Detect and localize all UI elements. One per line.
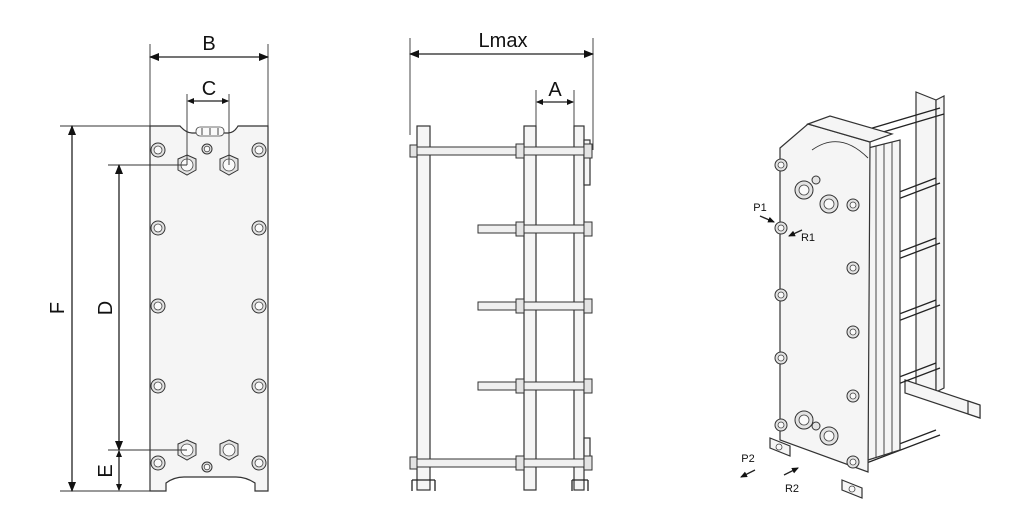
iso-bolts: [774, 158, 860, 469]
iso-frame-plate: [779, 123, 871, 473]
iso-view: P1 R1 P2 R2: [740, 91, 981, 499]
dim-label-A: A: [548, 79, 562, 101]
dim-label-B: B: [202, 33, 215, 55]
port-label-P2: P2: [741, 453, 754, 465]
side-view: Lmax A: [409, 30, 594, 491]
tie-rods: [409, 143, 593, 471]
port-label-P1: P1: [753, 202, 766, 214]
front-bolts: [150, 142, 267, 473]
iso-ports: [794, 180, 839, 446]
dim-label-F: F: [47, 302, 69, 314]
frame-plate: [149, 125, 269, 492]
front-view: B C F D E: [47, 33, 269, 492]
dim-label-D: D: [95, 301, 117, 315]
port-label-R2: R2: [785, 483, 799, 495]
fixed-frame: [416, 125, 431, 491]
dim-label-C: C: [202, 78, 216, 100]
port-label-R1: R1: [801, 232, 815, 244]
dim-label-E: E: [95, 464, 117, 477]
dim-label-Lmax: Lmax: [479, 30, 528, 52]
